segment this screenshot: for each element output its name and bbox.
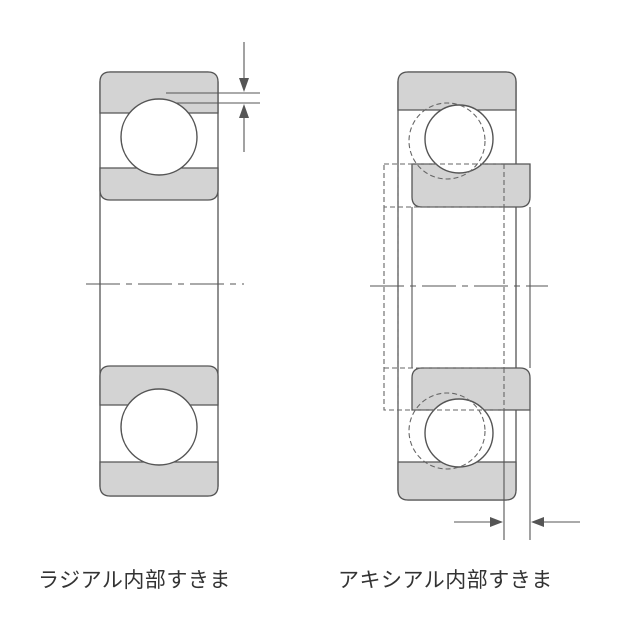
radial-bottom-inner-ring (99, 365, 219, 406)
radial-clearance-figure (86, 42, 260, 497)
axial-clearance-arrow-right-icon (490, 517, 503, 527)
axial-top-inner-ring (411, 163, 531, 208)
axial-bottom-ball (424, 398, 494, 468)
axial-top-ball-shifted (408, 102, 486, 180)
radial-clearance-arrow-up-icon (239, 104, 249, 118)
radial-clearance-arrow-down-icon (239, 78, 249, 92)
axial-top-ball (424, 104, 494, 174)
radial-top-inner-ring (99, 167, 219, 201)
axial-top-outer-ring (397, 71, 517, 111)
radial-top-ball (120, 98, 198, 176)
radial-clearance-caption: ラジアル内部すきま (38, 568, 231, 592)
axial-clearance-arrow-left-icon (531, 517, 544, 527)
axial-clearance-figure (370, 71, 580, 540)
axial-bottom-ball-shifted (408, 392, 486, 470)
bearing-clearance-diagram (86, 42, 580, 540)
radial-bottom-ball (120, 388, 198, 466)
radial-bottom-outer-ring (99, 461, 219, 497)
axial-clearance-caption: アキシアル内部すきま (338, 568, 553, 592)
axial-bottom-outer-ring (397, 461, 517, 501)
